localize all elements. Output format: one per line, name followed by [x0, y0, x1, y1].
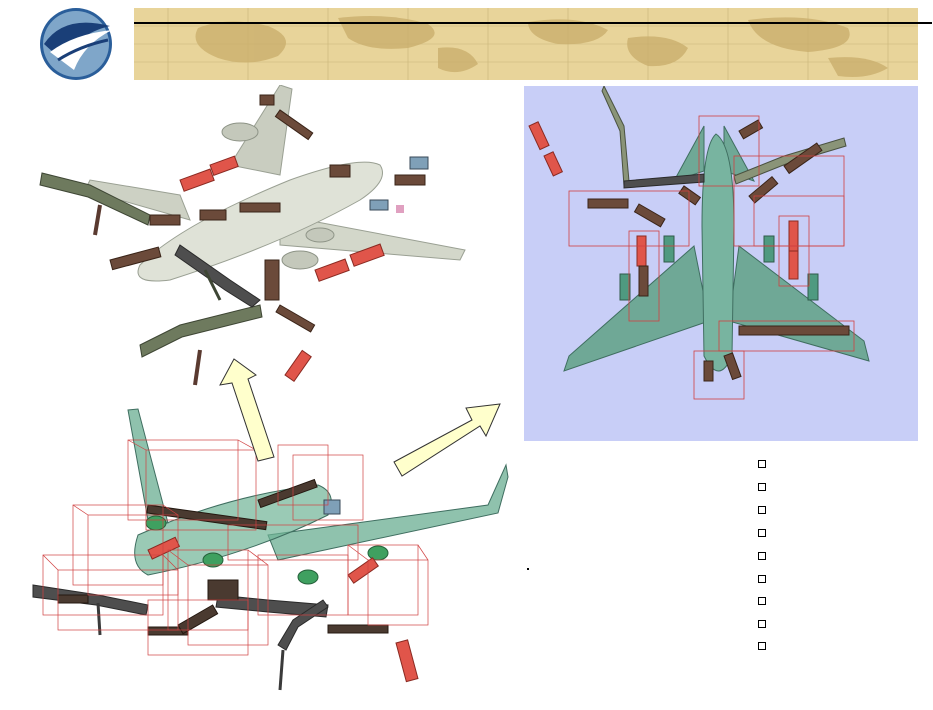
world-map-background — [108, 8, 918, 80]
bullet-item — [758, 455, 918, 473]
bullet-item — [758, 547, 918, 565]
bullet-item — [758, 570, 918, 588]
bullet-square-icon — [758, 597, 766, 605]
bullet-square-icon — [758, 552, 766, 560]
aircraft-top-view-render — [524, 84, 918, 441]
header-rule — [110, 22, 932, 24]
bullet-square-icon — [758, 620, 766, 628]
airline-globe-logo-icon — [24, 4, 134, 84]
bullet-square-icon — [758, 529, 766, 537]
bullet-square-icon — [758, 642, 766, 650]
arrow-right-icon — [390, 398, 505, 483]
bullet-item — [758, 501, 918, 519]
bullet-square-icon — [758, 483, 766, 491]
bullet-item — [758, 592, 918, 610]
bullet-square-icon — [758, 460, 766, 468]
stray-dot — [527, 568, 529, 570]
bullet-square-icon — [758, 575, 766, 583]
header-banner — [108, 8, 918, 80]
bullet-item — [758, 615, 918, 633]
bullet-list — [758, 455, 918, 655]
arrow-up-icon — [218, 355, 278, 465]
aircraft-wireframe-render — [28, 405, 518, 705]
bullet-square-icon — [758, 506, 766, 514]
bullet-item — [758, 524, 918, 542]
aircraft-isometric-render — [30, 84, 480, 405]
bullet-item — [758, 478, 918, 496]
bullet-item — [758, 637, 918, 655]
